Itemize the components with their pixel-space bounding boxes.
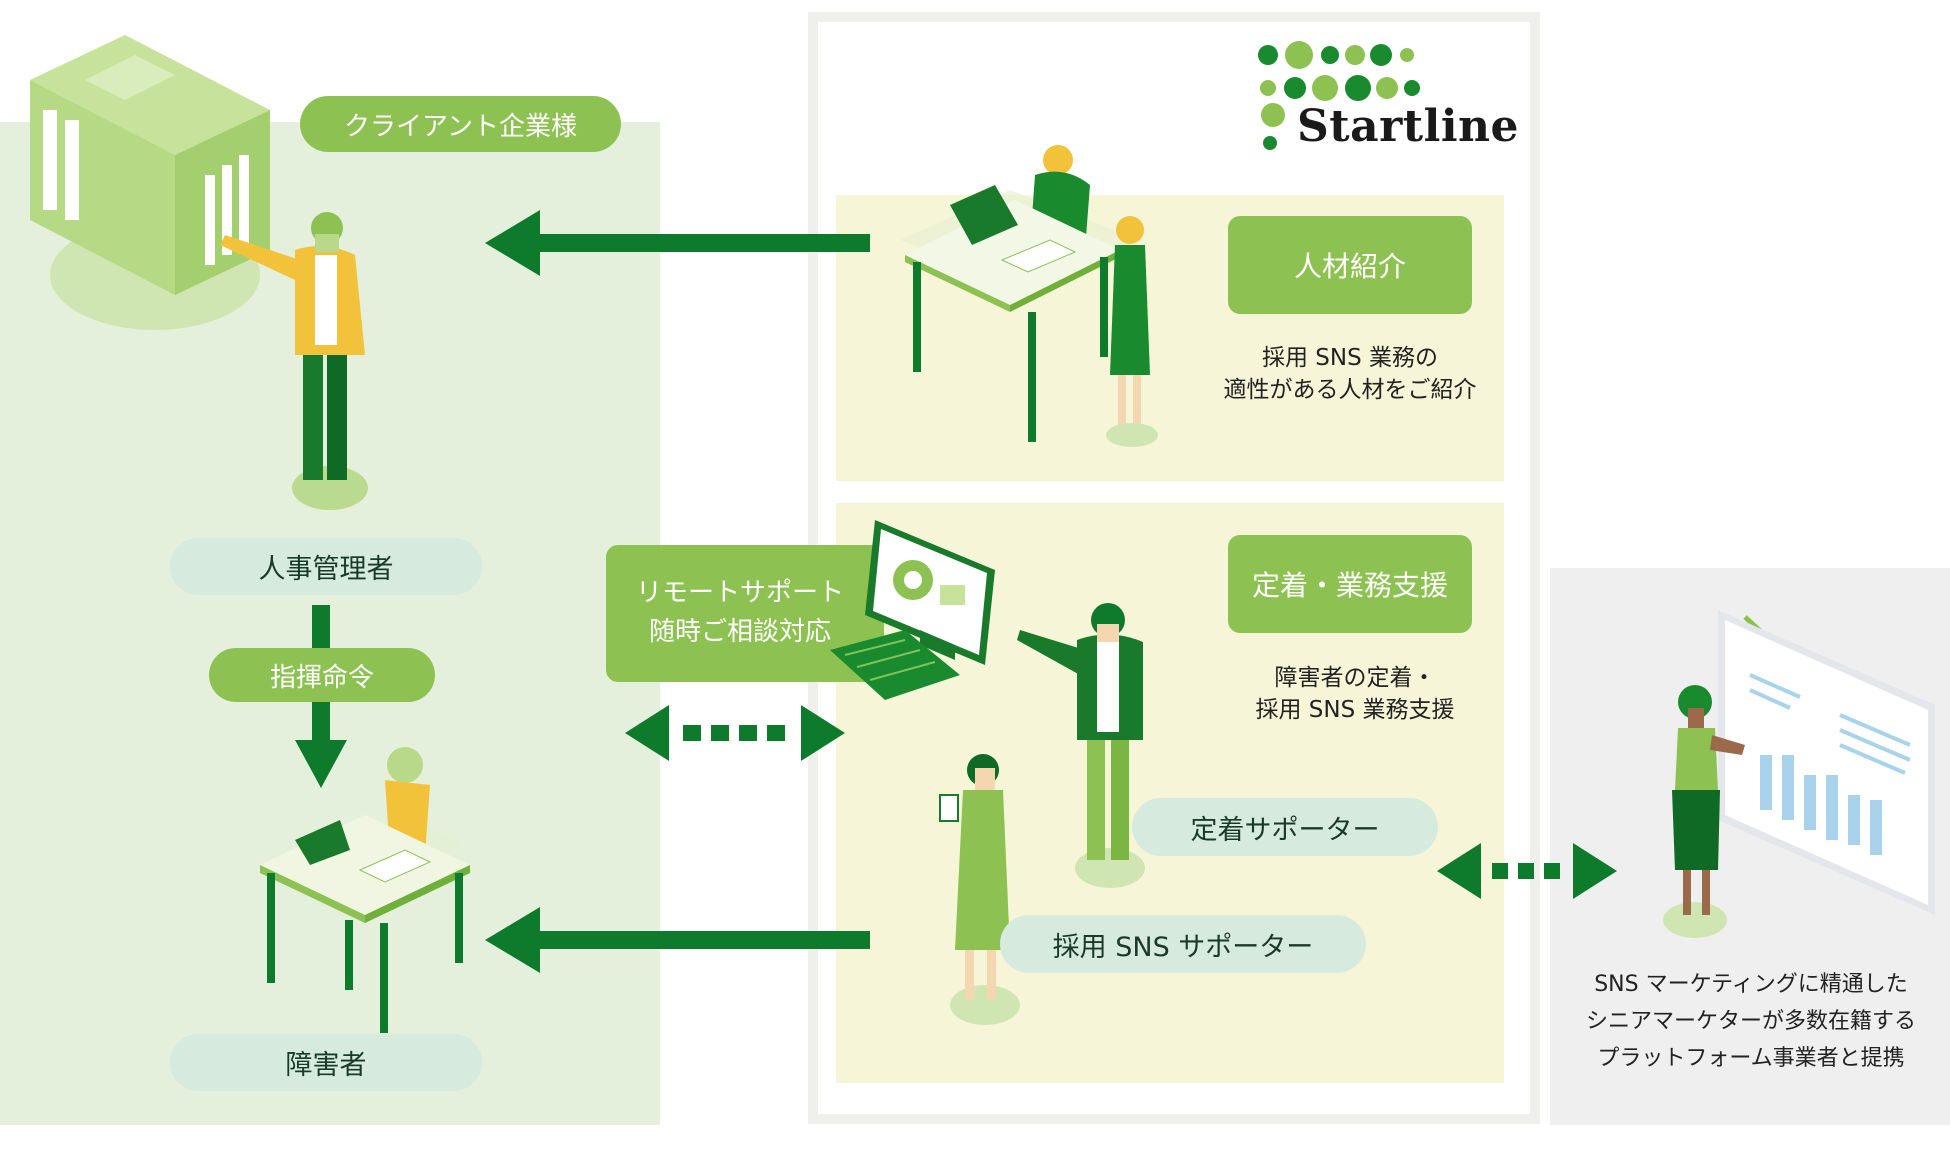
- recruitment-arrow: [485, 210, 870, 276]
- support-arrow: [485, 907, 870, 973]
- disabled-worker-desk-figure: [260, 747, 470, 1033]
- platform-presenter-figure: [1663, 685, 1745, 938]
- remote-bidirectional-arrow: [625, 705, 845, 761]
- presentation-board-illustration: [1718, 610, 1935, 915]
- recruitment-desc-line1: 採用 SNS 業務の: [1261, 345, 1439, 371]
- support-desc-line2: 採用 SNS 業務支援: [1255, 697, 1455, 723]
- support-desc-line1: 障害者の定着・: [1274, 665, 1436, 691]
- disabled-person-label: 障害者: [170, 1034, 482, 1091]
- hr-manager-figure: [220, 212, 368, 510]
- remote-monitor-illustration: [830, 520, 995, 700]
- platform-bidirectional-arrow: [1437, 843, 1617, 899]
- retention-supporter-figure: [1017, 603, 1145, 888]
- startline-logo-mark: [1258, 41, 1420, 150]
- instruction-label: 指揮命令: [209, 648, 435, 702]
- recruitment-desc-line2: 適性がある人材をご紹介: [1223, 377, 1477, 403]
- startline-logo-text: Startline: [1297, 101, 1520, 152]
- support-title: 定着・業務支援: [1228, 535, 1472, 633]
- retention-supporter-label: 定着サポーター: [1132, 798, 1438, 856]
- platform-desc-line1: SNS マーケティングに精通した: [1594, 972, 1908, 997]
- sns-supporter-label: 採用 SNS サポーター: [1000, 915, 1366, 973]
- recruitment-title: 人材紹介: [1228, 216, 1472, 314]
- instruction-arrow-head: [295, 740, 347, 788]
- remote-support-line2: 随時ご相談対応: [648, 617, 831, 647]
- sns-supporter-figure: [939, 754, 1020, 1025]
- remote-support-line1: リモートサポート: [635, 578, 844, 608]
- platform-desc-line2: シニアマーケターが多数在籍する: [1585, 1009, 1916, 1034]
- hr-manager-label: 人事管理者: [170, 538, 482, 595]
- platform-desc-line3: プラットフォーム事業者と提携: [1597, 1046, 1905, 1071]
- client-company-label: クライアント企業様: [300, 96, 621, 152]
- remote-support-box: [606, 545, 884, 682]
- recruitment-desk-illustration: [900, 145, 1158, 447]
